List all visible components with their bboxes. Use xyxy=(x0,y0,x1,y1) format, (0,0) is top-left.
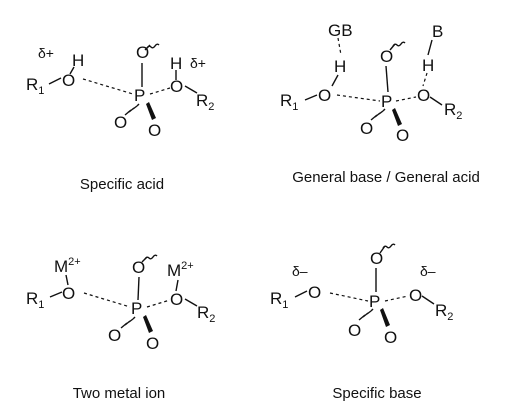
bond-o-p-left xyxy=(336,94,381,102)
bond-h-o-left xyxy=(331,74,339,87)
bond-o-p-left xyxy=(83,292,131,308)
panel-specific-base: δ– δ– R1 O P O O O O R2 Specific base xyxy=(270,243,453,402)
bond-m-o-left xyxy=(65,274,69,286)
oxygen-right: O xyxy=(170,290,183,309)
bold-wedge-bond xyxy=(380,308,390,327)
r2-group: R2 xyxy=(196,91,214,113)
bond-o-r2 xyxy=(421,295,435,305)
bond-o-p-left xyxy=(82,78,134,95)
phosphorus: P xyxy=(369,292,380,311)
partial-charge-left: δ+ xyxy=(38,45,54,61)
oxygen-left: O xyxy=(318,86,331,105)
hashed-wedge-bond xyxy=(120,316,136,329)
bond-p-o-right xyxy=(149,87,171,95)
phosphorus: P xyxy=(131,299,142,318)
hbond-gb-h xyxy=(337,37,342,56)
hashed-wedge-bond xyxy=(358,308,374,321)
bond-m-o-right xyxy=(175,279,179,292)
oxygen-bottom-left: O xyxy=(114,113,127,132)
oxygen-right: O xyxy=(409,286,422,305)
oxygen-top: O xyxy=(136,43,149,62)
oxygen-right: O xyxy=(417,86,430,105)
oxygen-bottom-left: O xyxy=(348,321,361,340)
hydrogen-left: H xyxy=(72,51,84,70)
bond-p-o-right xyxy=(395,96,417,102)
hydrogen-right: H xyxy=(422,56,434,75)
bond-otop-wavy xyxy=(144,44,151,51)
wavy-bond xyxy=(392,41,406,47)
metal-ion-left: M2+ xyxy=(54,256,81,276)
bold-wedge-bond xyxy=(392,108,402,126)
r1-group: R1 xyxy=(280,91,298,113)
oxygen-bottom-right: O xyxy=(146,334,159,353)
bond-p-o-right xyxy=(146,299,171,308)
metal-ion-right: M2+ xyxy=(167,260,194,280)
bond-p-otop xyxy=(137,276,140,301)
bond-o-h-left xyxy=(69,66,75,75)
oxygen-left: O xyxy=(62,284,75,303)
hashed-wedge-bond xyxy=(370,108,386,121)
r2-group: R2 xyxy=(444,100,462,122)
bond-o-r2 xyxy=(184,85,198,94)
oxygen-bottom-left: O xyxy=(108,326,121,345)
oxygen-left: O xyxy=(308,283,321,302)
oxygen-left: O xyxy=(62,71,75,90)
r2-group: R2 xyxy=(197,303,215,325)
panel-general-base-acid: GB B H R1 O P O O O O H R2 General base … xyxy=(280,21,480,186)
oxygen-bottom-left: O xyxy=(360,119,373,138)
oxygen-right: O xyxy=(170,77,183,96)
oxygen-top: O xyxy=(380,47,393,66)
bond-o-r2 xyxy=(429,96,443,106)
panel-specific-acid: δ+ H R1 O P O O O O H δ+ R2 Specific aci… xyxy=(26,43,214,193)
partial-charge-right: δ+ xyxy=(190,55,206,71)
bold-wedge-bond xyxy=(143,315,153,333)
bond-p-otop xyxy=(385,65,389,93)
bond-r1-o xyxy=(304,94,318,101)
caption-general-base-acid: General base / General acid xyxy=(292,169,480,186)
bond-r1-o xyxy=(294,290,308,298)
panel-two-metal-ion: M2+ M2+ R1 O P O O O O R2 Two metal ion xyxy=(26,254,215,402)
r1-group: R1 xyxy=(26,75,44,97)
wavy-bond xyxy=(382,243,396,249)
bond-o-r2 xyxy=(184,298,198,307)
hashed-wedge-bond xyxy=(124,103,140,116)
partial-charge-left: δ– xyxy=(292,263,308,279)
phosphorus: P xyxy=(381,92,392,111)
caption-two-metal-ion: Two metal ion xyxy=(73,385,166,402)
oxygen-bottom-right: O xyxy=(384,328,397,347)
bond-r1-o xyxy=(49,291,63,298)
bond-r1-o xyxy=(48,77,62,85)
caption-specific-base: Specific base xyxy=(332,385,421,402)
base-label: B xyxy=(432,22,443,41)
hydrogen-left: H xyxy=(334,57,346,76)
r1-group: R1 xyxy=(270,289,288,311)
r1-group: R1 xyxy=(26,289,44,311)
bold-wedge-bond xyxy=(146,102,156,120)
oxygen-top: O xyxy=(370,249,383,268)
r2-group: R2 xyxy=(435,301,453,323)
general-base-label: GB xyxy=(328,21,353,40)
oxygen-top: O xyxy=(132,258,145,277)
phosphorus: P xyxy=(134,86,145,105)
oxygen-bottom-right: O xyxy=(396,126,409,145)
partial-charge-right: δ– xyxy=(420,263,436,279)
caption-specific-acid: Specific acid xyxy=(80,176,164,193)
bond-o-p-left xyxy=(329,292,369,302)
hydrogen-right: H xyxy=(170,54,182,73)
oxygen-bottom-right: O xyxy=(148,121,161,140)
bond-b-h xyxy=(427,39,433,56)
bond-p-o-right xyxy=(384,295,409,302)
wavy-bond xyxy=(144,254,158,260)
hbond-h-o-right xyxy=(422,72,428,87)
